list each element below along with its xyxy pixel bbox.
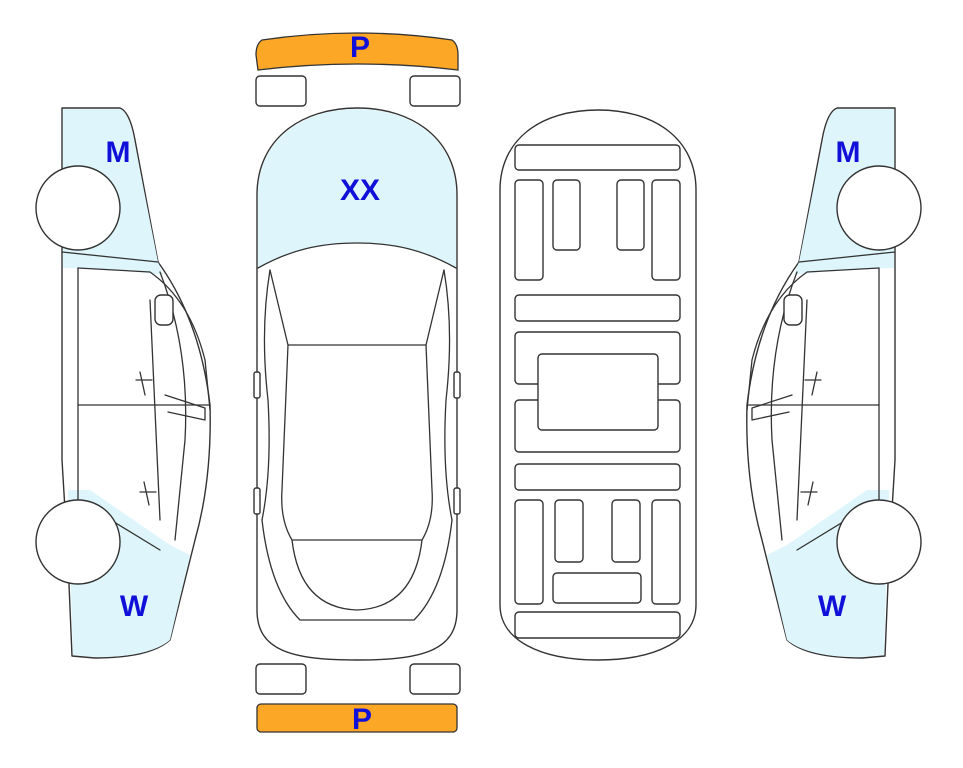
left-front-wheel (35, 165, 121, 251)
left-rear-wheel (35, 499, 121, 585)
rear-left-light (255, 663, 307, 695)
left-rear-label: W (120, 590, 149, 623)
front-bumper-part[interactable]: P (255, 31, 459, 71)
car-underbody-view (499, 109, 697, 661)
front-left-light (255, 75, 307, 107)
rear-bumper-part[interactable]: P (256, 703, 458, 736)
right-front-wheel (836, 165, 922, 251)
car-left-side-view: M W (35, 107, 211, 659)
hood-zone[interactable] (258, 109, 456, 268)
right-rear-label: W (818, 590, 847, 623)
car-right-side-view: M W (746, 107, 922, 659)
rear-bumper-label: P (352, 703, 372, 736)
hood-label: XX (340, 174, 380, 207)
right-front-label: M (836, 136, 861, 169)
left-front-label: M (106, 136, 131, 169)
front-right-light (409, 75, 461, 107)
front-bumper-shape (255, 32, 459, 71)
right-rear-wheel (836, 499, 922, 585)
rear-bumper-shape (256, 703, 458, 733)
front-bumper-label: P (350, 31, 370, 64)
rear-right-light (409, 663, 461, 695)
car-top-view: XX (253, 107, 461, 661)
